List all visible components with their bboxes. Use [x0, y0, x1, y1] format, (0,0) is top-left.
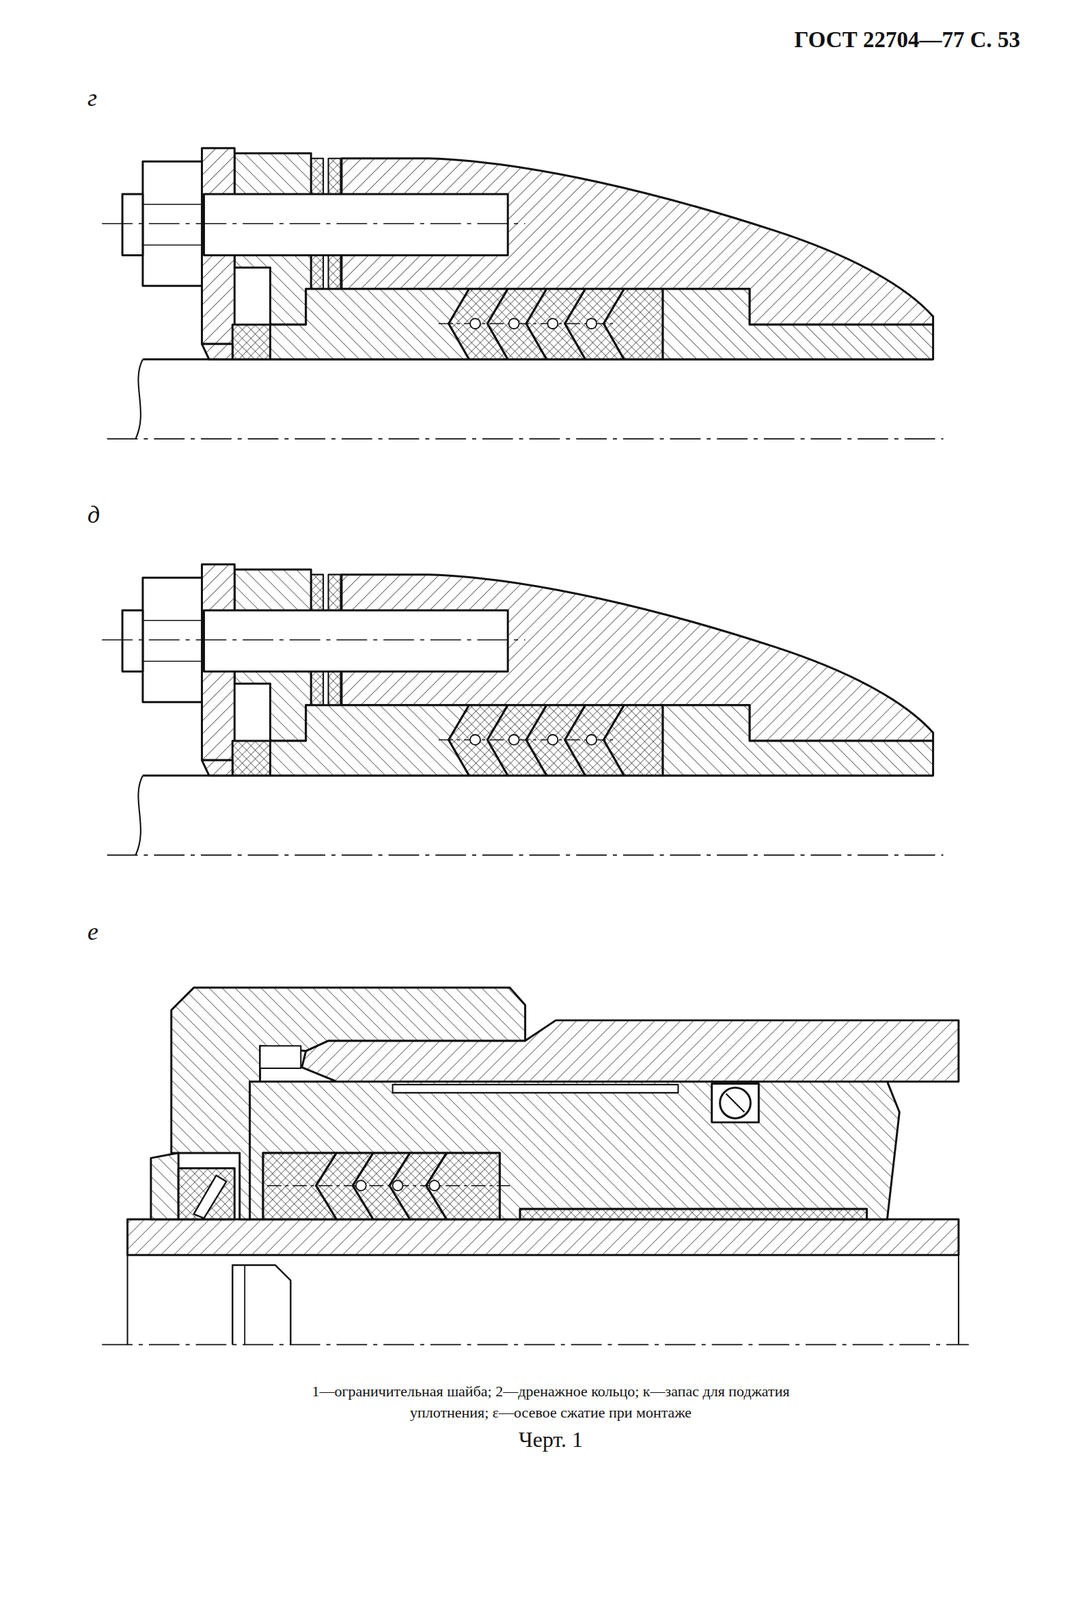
figure-key: 1—ограничительная шайба; 2—дренажное кол…: [270, 1380, 831, 1423]
view-g: [101, 148, 943, 439]
view-letter: е: [87, 916, 99, 946]
view-letter: г: [87, 83, 98, 113]
figure-caption: Черт. 1: [518, 1426, 583, 1452]
view-d: [101, 564, 943, 855]
view-letter: д: [87, 500, 100, 529]
view-e: [101, 987, 969, 1345]
page-header: ГОСТ 22704—77 С. 53: [794, 27, 1021, 53]
